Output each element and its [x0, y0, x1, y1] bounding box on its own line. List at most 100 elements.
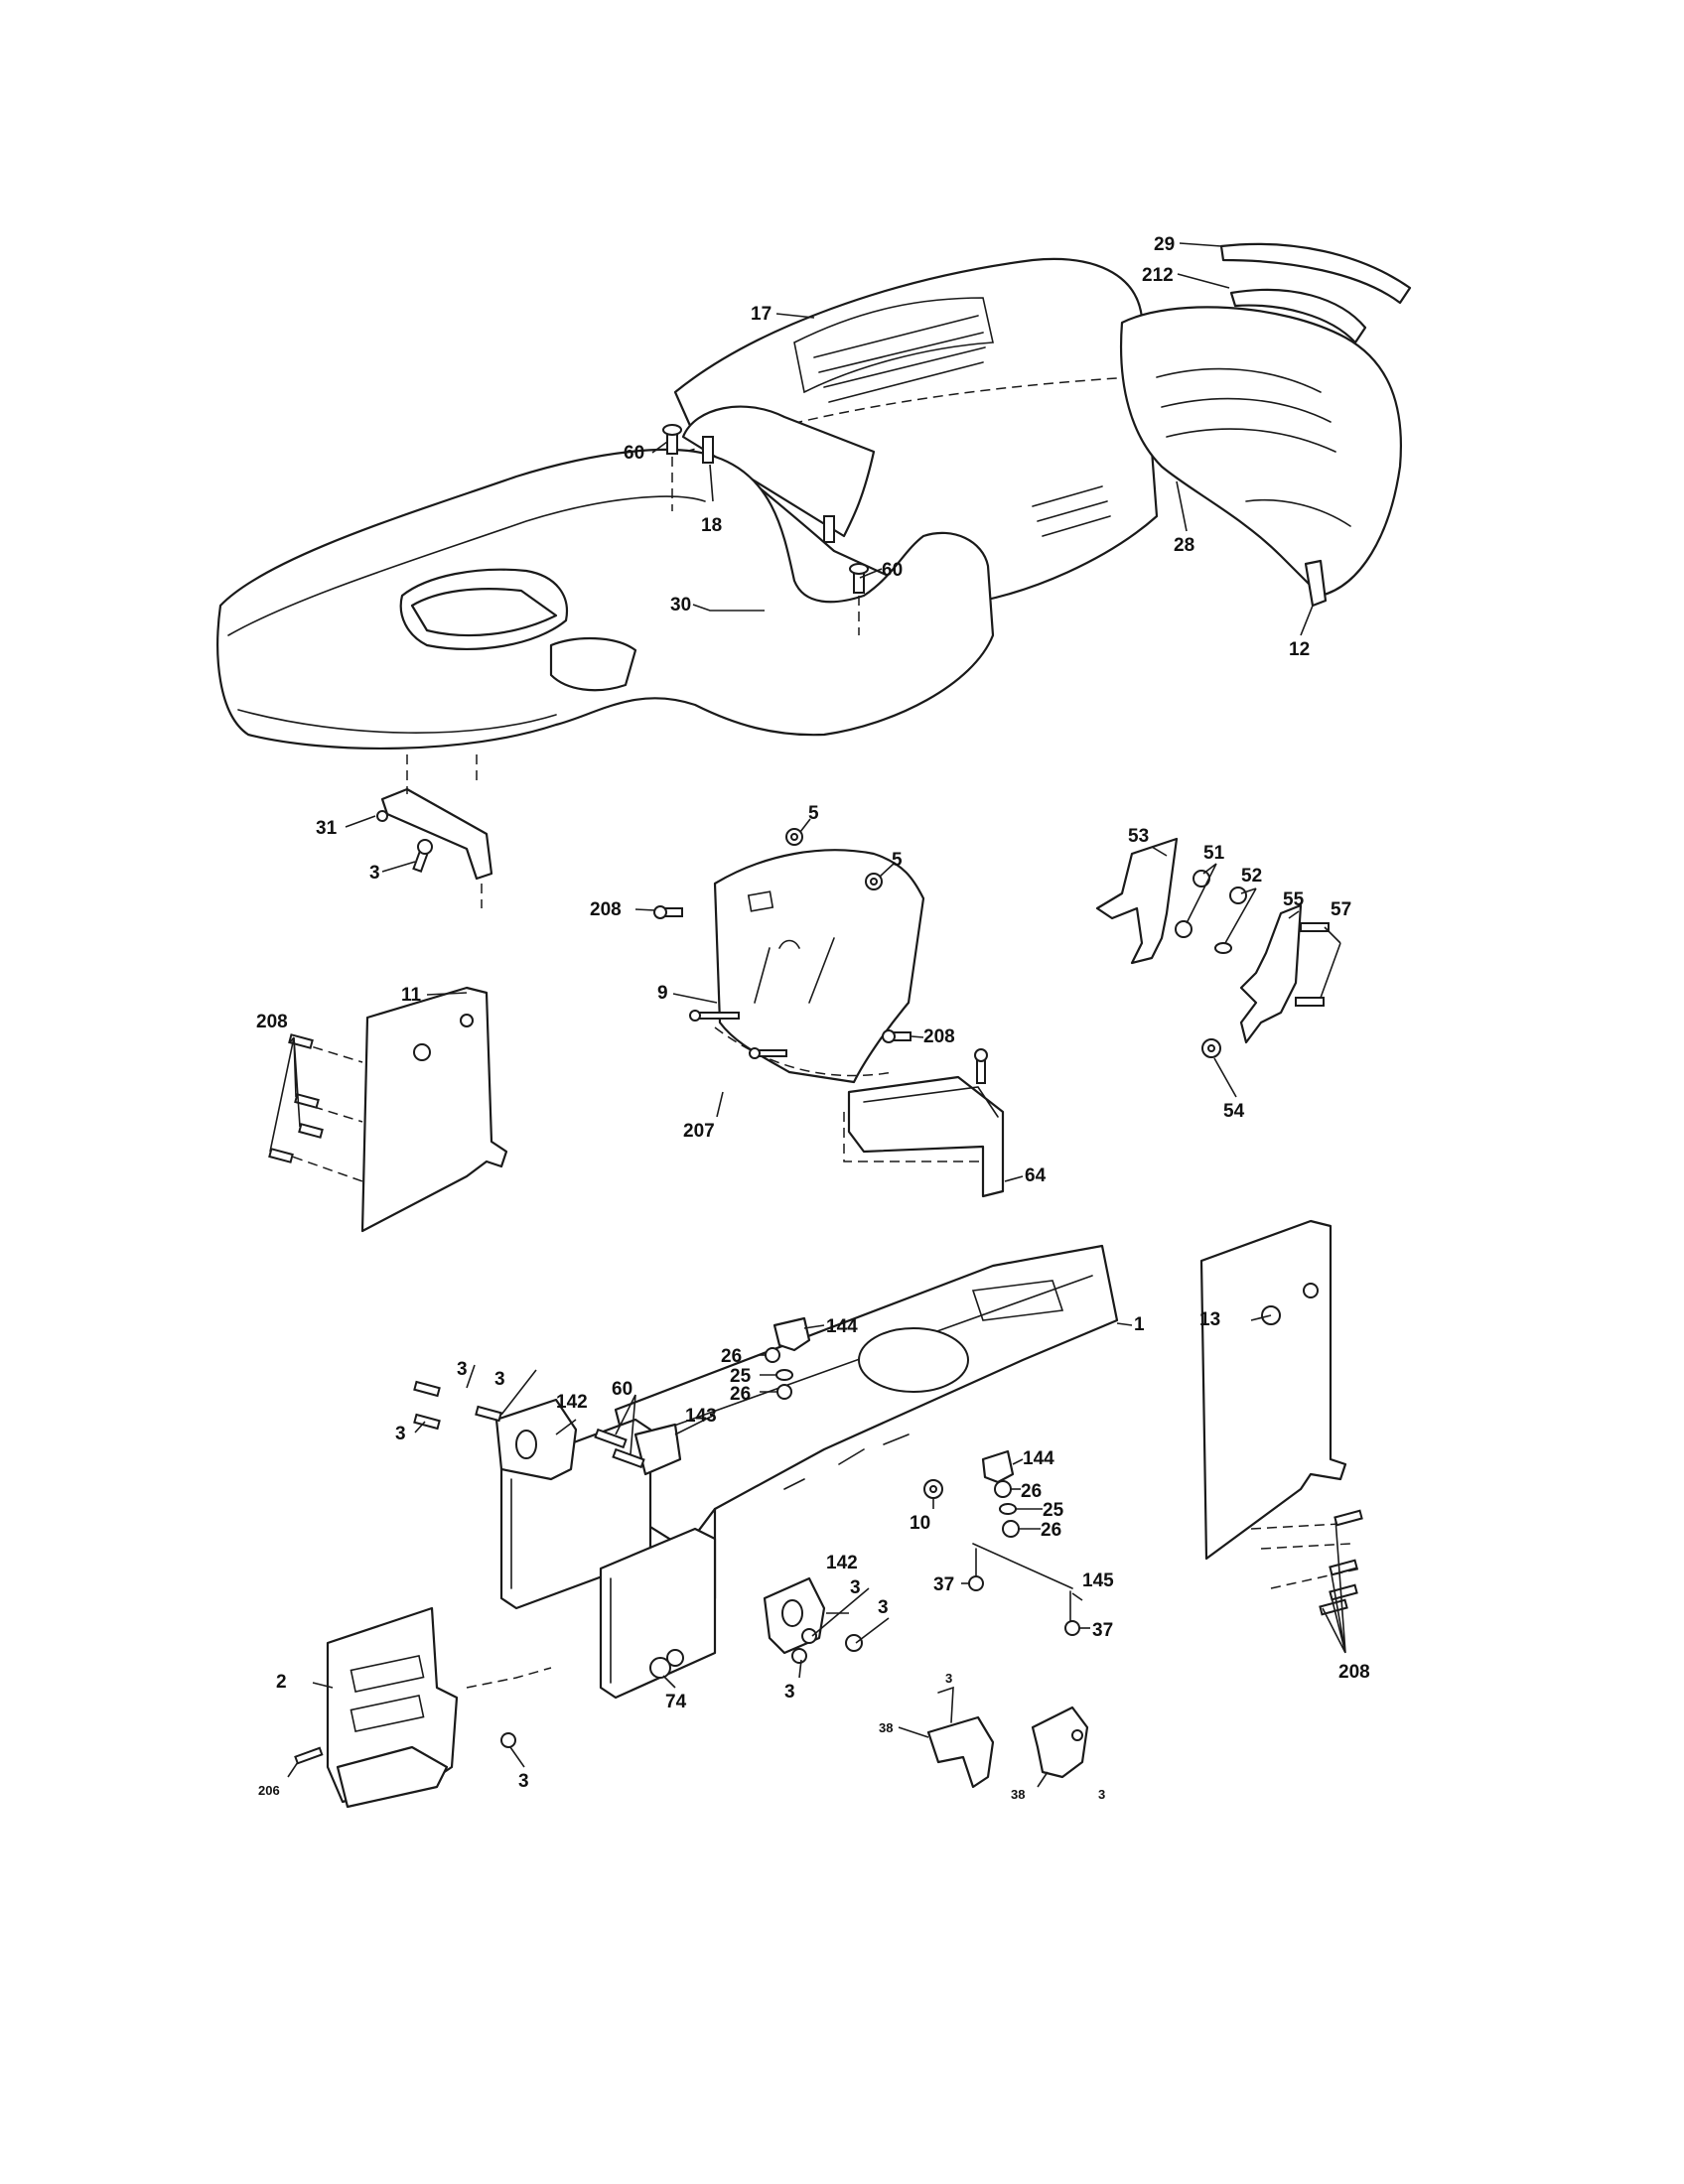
bracket-part-31	[376, 754, 493, 908]
callout-53: 53	[1128, 826, 1149, 847]
bolt-part-37-right	[1064, 1620, 1080, 1636]
console-part-64	[843, 1075, 1005, 1198]
callout-144-upper: 144	[826, 1316, 858, 1337]
callout-212: 212	[1142, 265, 1174, 286]
bolt-part-207	[689, 1010, 787, 1059]
bolt-part-208-panel	[882, 1029, 988, 1084]
nut-washer-set-26-25-upper	[765, 1347, 793, 1400]
callout-51: 51	[1203, 843, 1225, 864]
callout-64: 64	[1025, 1165, 1047, 1186]
callout-3-g: 3	[518, 1771, 529, 1792]
callout-3-d: 3	[850, 1577, 861, 1598]
callout-142-upper: 142	[556, 1392, 588, 1413]
nut-part-5-a	[785, 828, 803, 846]
callout-208-dash: 208	[590, 899, 622, 920]
bracket-part-55	[1239, 903, 1303, 1044]
callout-143: 143	[685, 1406, 717, 1427]
callout-206: 206	[258, 1783, 280, 1798]
bolt-part-37-left	[968, 1575, 984, 1591]
bracket-part-38-right	[1031, 1706, 1089, 1779]
callout-208-left: 208	[256, 1012, 288, 1032]
callout-145: 145	[1082, 1570, 1114, 1591]
callout-207: 207	[683, 1121, 715, 1142]
bracket-part-142-lower	[763, 1576, 826, 1655]
rod-part-145	[972, 1543, 1073, 1629]
hood-part-17	[673, 257, 1159, 608]
bolt-part-57	[1295, 922, 1330, 1007]
callout-labels: 29 212 17 60 18 60 30 28 12 31 3 5 5 208…	[256, 234, 1370, 1802]
callout-3-i: 3	[1098, 1787, 1105, 1802]
grille-trim-part-29	[1219, 242, 1412, 305]
callout-10: 10	[910, 1513, 930, 1534]
bolt-part-60-frame	[594, 1428, 645, 1469]
bracket-part-12	[1304, 559, 1328, 608]
washer-part-52	[1214, 887, 1247, 954]
callout-18: 18	[701, 515, 722, 536]
callout-17: 17	[751, 304, 772, 325]
nut-part-10	[923, 1479, 943, 1499]
callout-11: 11	[401, 985, 422, 1006]
nut-part-54	[1201, 1038, 1221, 1058]
bracket-part-53	[1095, 837, 1179, 965]
callout-37-left: 37	[933, 1574, 954, 1595]
rear-frame-section	[599, 1527, 717, 1700]
screw-set-part-3-upper	[413, 1380, 502, 1431]
screw-part-3-fender	[412, 839, 433, 873]
nut-part-74	[649, 1649, 684, 1679]
callout-144-lower: 144	[1023, 1448, 1054, 1469]
callout-3-f: 3	[784, 1682, 795, 1703]
bracket-part-142-upper	[494, 1398, 578, 1481]
grille-part-28	[1119, 306, 1402, 598]
callout-57: 57	[1331, 899, 1351, 920]
callout-52: 52	[1241, 866, 1262, 887]
bolt-part-208-dash	[653, 905, 683, 919]
callout-60-mid: 60	[882, 560, 903, 581]
callout-54: 54	[1223, 1101, 1245, 1122]
callout-3-h: 3	[945, 1671, 952, 1686]
callout-26-upper-a: 26	[721, 1346, 742, 1367]
callout-31: 31	[316, 818, 338, 839]
callout-26-lower-a: 26	[1021, 1481, 1042, 1502]
callout-208-right: 208	[1338, 1662, 1370, 1683]
callout-3-a: 3	[457, 1359, 468, 1380]
callout-38-left: 38	[879, 1720, 893, 1735]
callout-12: 12	[1289, 639, 1310, 660]
callout-25-upper: 25	[730, 1366, 752, 1387]
callout-208-panel: 208	[923, 1026, 955, 1047]
callout-3-fender: 3	[369, 863, 380, 884]
bolt-set-part-208-left	[268, 1033, 324, 1163]
leader-lines	[269, 242, 1346, 1788]
bracket-part-144-lower	[981, 1449, 1015, 1484]
callout-13: 13	[1199, 1309, 1220, 1330]
callout-142-lower: 142	[826, 1553, 858, 1573]
screw-set-part-3-lower	[791, 1628, 863, 1664]
bolt-part-60-lower	[849, 563, 869, 635]
callout-60-frame: 60	[612, 1379, 632, 1400]
bracket-part-38-left	[926, 1686, 995, 1789]
callout-28: 28	[1174, 535, 1194, 556]
callout-74: 74	[665, 1692, 687, 1712]
screw-part-3-bracket	[500, 1732, 516, 1748]
nut-part-5-b	[865, 873, 883, 890]
side-panel-part-11	[277, 986, 508, 1233]
callout-3-b: 3	[494, 1369, 505, 1390]
front-bracket-part-2	[326, 1606, 552, 1809]
spacer-part-18	[702, 436, 835, 543]
callout-5-b: 5	[892, 850, 903, 871]
nut-part-51	[1175, 870, 1210, 938]
bracket-part-144-upper	[772, 1316, 811, 1352]
callout-29: 29	[1154, 234, 1175, 255]
fender-part-30	[216, 448, 995, 751]
callout-30: 30	[670, 595, 691, 615]
callout-2: 2	[276, 1672, 287, 1693]
insert-part-212	[1229, 288, 1367, 344]
callout-9: 9	[657, 983, 668, 1004]
bolt-part-60-upper	[662, 424, 682, 511]
callout-3-e: 3	[878, 1597, 889, 1618]
callout-26-upper-b: 26	[730, 1384, 751, 1405]
callout-38-right: 38	[1011, 1787, 1025, 1802]
callout-55: 55	[1283, 889, 1305, 910]
callout-25-lower: 25	[1043, 1500, 1064, 1521]
